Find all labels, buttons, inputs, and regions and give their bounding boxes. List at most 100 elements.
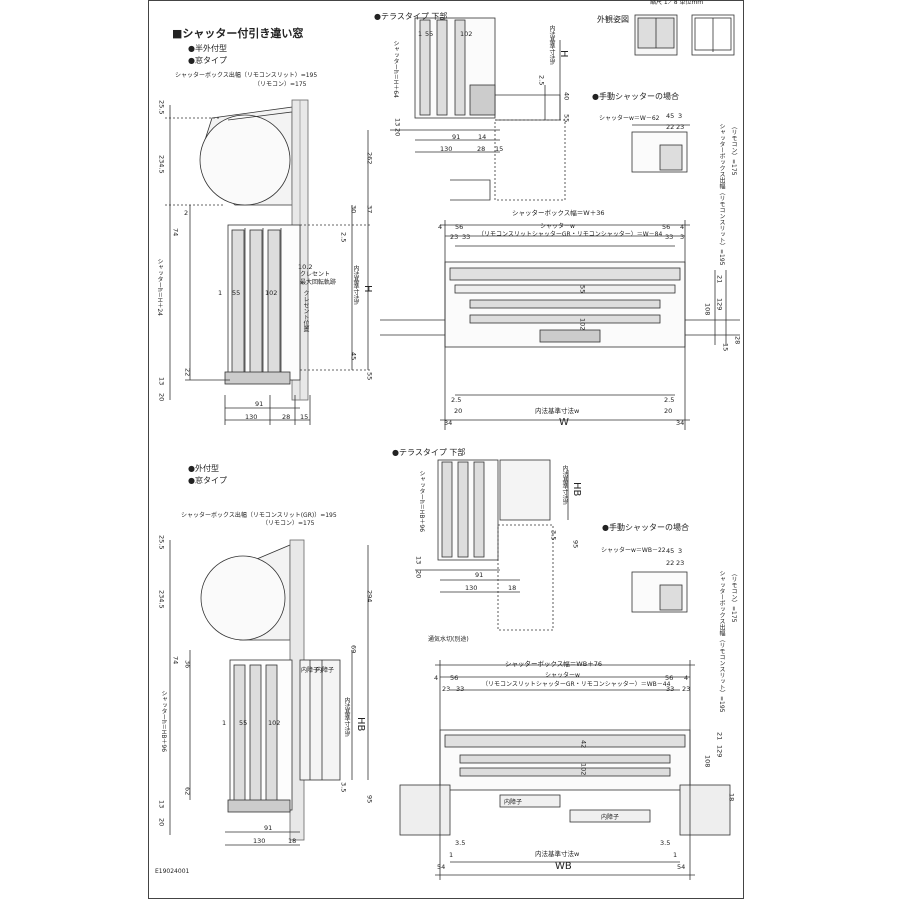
dim-label: 45 bbox=[666, 547, 675, 555]
dim-label: 33 bbox=[665, 233, 674, 241]
dim-label: 18 bbox=[508, 584, 517, 592]
dim-label: 130 bbox=[440, 145, 453, 153]
dim-label: 1 bbox=[218, 289, 223, 297]
dim-label: 23 bbox=[676, 559, 685, 567]
manual-width-2: シャッターw＝WB－22 bbox=[601, 547, 666, 554]
dim-label: 30 bbox=[349, 205, 358, 214]
dim-label: 91 bbox=[255, 400, 264, 408]
dim-label: 13 bbox=[157, 377, 166, 386]
inner-height-label-2b: 内法基準寸法h bbox=[561, 465, 568, 505]
dim-label: 21 bbox=[715, 732, 724, 741]
scale-label: 縮尺 1／8 単位mm bbox=[650, 0, 704, 6]
dim-label: 129 bbox=[715, 298, 724, 311]
dim-label: 130 bbox=[253, 837, 266, 845]
dim-label: 234.5 bbox=[157, 155, 166, 174]
dim-label: 20 bbox=[664, 407, 673, 415]
box-projection-side-1: シャッターボックス出幅（リモコンスリット）=195 bbox=[718, 123, 725, 266]
dim-label: 28 bbox=[733, 336, 742, 345]
dim-label: 22 bbox=[183, 368, 192, 377]
dim-label: 15 bbox=[495, 145, 504, 153]
exterior-thumbnails bbox=[634, 14, 735, 56]
dim-label: 108 bbox=[703, 303, 712, 316]
width-symbol-2: WB bbox=[555, 861, 572, 872]
page-title: ■シャッター付引き違い窓 bbox=[172, 27, 304, 40]
dim-label: 62 bbox=[183, 787, 192, 796]
dim-label: 130 bbox=[245, 413, 258, 421]
inner-frame-label-2a: 内障子 bbox=[504, 799, 523, 806]
dim-label: 20 bbox=[157, 818, 166, 827]
box-width-2: シャッターボックス幅＝WB＋76 bbox=[505, 660, 602, 668]
crescent-position: クレセント位置 bbox=[302, 290, 309, 332]
manual-heading-1: ●手動シャッターの場合 bbox=[592, 92, 679, 101]
dim-label: 18 bbox=[727, 793, 736, 802]
dim-label: 130 bbox=[465, 584, 478, 592]
section1-subtype: ●窓タイプ bbox=[188, 56, 227, 65]
shutter-width-1a: シャッターw bbox=[540, 223, 575, 230]
dim-label: 45 bbox=[349, 352, 358, 361]
dim-label: 4 bbox=[680, 223, 685, 231]
plan-section-2 bbox=[399, 660, 731, 880]
manual-width-1: シャッターw＝W－62 bbox=[599, 115, 660, 122]
dim-label: 2.5 bbox=[537, 75, 546, 86]
dim-label: 91 bbox=[475, 571, 484, 579]
dim-label: 54 bbox=[677, 863, 686, 871]
manual-detail-2 bbox=[631, 571, 688, 613]
dim-label: 95 bbox=[571, 540, 580, 549]
dim-label: 28 bbox=[282, 413, 291, 421]
dim-label: 102 bbox=[460, 30, 473, 38]
dim-label: 1 bbox=[222, 719, 227, 727]
dim-label: 3 bbox=[680, 233, 685, 241]
manual-detail-1 bbox=[631, 124, 690, 173]
box-projection-side-2: シャッターボックス出幅（リモコンスリット）=195 bbox=[718, 570, 725, 713]
height-symbol-2b: HB bbox=[571, 482, 582, 497]
dim-label: 23 bbox=[450, 233, 459, 241]
box-projection-1a: シャッターボックス出幅（リモコンスリット）=195 bbox=[175, 72, 318, 79]
dim-label: 234.5 bbox=[157, 590, 166, 609]
terrace-heading-1: ●テラスタイプ 下部 bbox=[374, 12, 448, 21]
dim-label: 56 bbox=[665, 674, 674, 682]
dim-label: 102 bbox=[578, 318, 587, 331]
dim-label: 13 bbox=[157, 800, 166, 809]
shutter-height-2b: シャッターh＝HB＋96 bbox=[418, 470, 425, 533]
vent-label: 通気水切(別途) bbox=[428, 636, 469, 643]
height-symbol-2: HB bbox=[355, 717, 366, 732]
dim-label: 54 bbox=[437, 863, 446, 871]
dim-label: 3.5 bbox=[660, 839, 671, 847]
dim-label: 55 bbox=[425, 30, 434, 38]
dim-label: 95 bbox=[365, 795, 374, 804]
dim-label: 262 bbox=[365, 152, 374, 165]
dim-label: 55 bbox=[365, 372, 374, 381]
dim-label: 22 bbox=[666, 123, 675, 131]
height-symbol-1b: H bbox=[558, 50, 569, 58]
dim-label: 1 bbox=[418, 30, 423, 38]
dim-label: 13 bbox=[393, 118, 402, 127]
sheet-border bbox=[148, 0, 744, 899]
dim-label: 1 bbox=[449, 851, 454, 859]
dim-label: 45 bbox=[666, 112, 675, 120]
dim-label: 10.2 bbox=[298, 263, 313, 271]
dim-label: 25.5 bbox=[157, 100, 166, 115]
dim-label: 102 bbox=[265, 289, 278, 297]
shutter-height-1: シャッターh＝H＋24 bbox=[156, 258, 163, 316]
dim-label: 55 bbox=[232, 289, 241, 297]
document-code: E19024001 bbox=[155, 868, 190, 875]
height-symbol-1: H bbox=[362, 285, 373, 293]
box-projection-2b: （リモコン）=175 bbox=[262, 520, 315, 527]
inner-width-label-1: 内法基準寸法w bbox=[535, 407, 580, 415]
dim-label: 102 bbox=[268, 719, 281, 727]
dim-label: 294 bbox=[365, 590, 374, 603]
dim-label: 74 bbox=[171, 228, 180, 237]
box-width-1: シャッターボックス幅＝W＋36 bbox=[512, 209, 605, 217]
dim-label: 20 bbox=[157, 393, 166, 402]
crescent-label-2: 最大回転軌跡 bbox=[300, 279, 337, 286]
section-external bbox=[169, 539, 369, 846]
dim-label: 33 bbox=[456, 685, 465, 693]
section2-type: ●外付型 bbox=[188, 464, 219, 473]
dim-label: 21 bbox=[715, 275, 724, 284]
crescent-label-1: クレセント bbox=[300, 271, 331, 278]
dim-label: 13 bbox=[414, 556, 423, 565]
section-semi-external bbox=[165, 99, 370, 425]
dim-label: 2 bbox=[184, 209, 189, 217]
